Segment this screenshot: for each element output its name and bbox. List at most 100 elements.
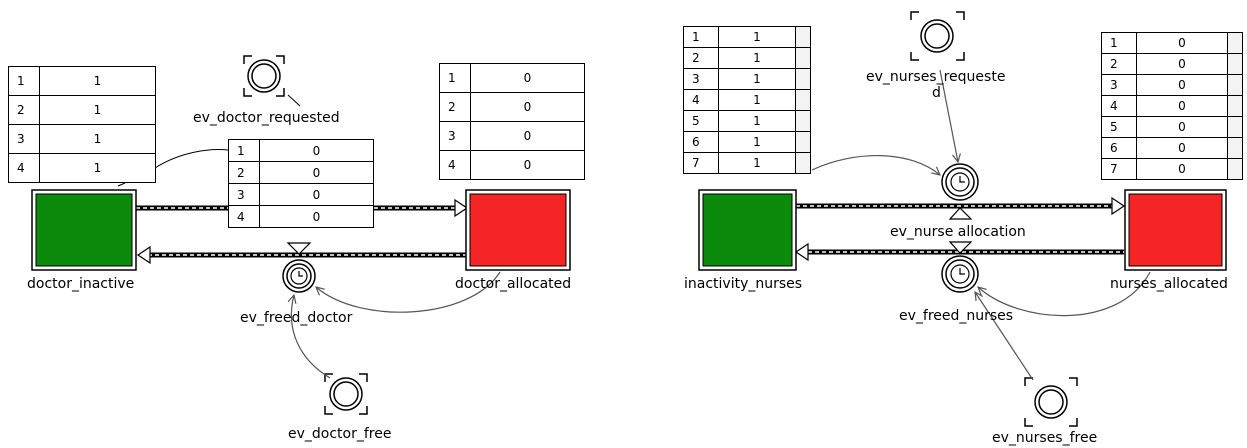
place-label-nurses-allocated: nurses_allocated xyxy=(1110,276,1228,292)
event-port xyxy=(948,207,973,220)
token-count: 0 xyxy=(470,92,585,122)
scrollbar[interactable] xyxy=(1227,32,1243,54)
row-index: 3 xyxy=(683,68,719,90)
token-count: 1 xyxy=(718,152,796,174)
scrollbar[interactable] xyxy=(795,131,811,153)
scrollbar[interactable] xyxy=(1227,116,1243,138)
row-index: 1 xyxy=(683,26,719,48)
connector-line xyxy=(154,149,229,169)
event-freed-nurses[interactable] xyxy=(941,255,979,293)
row-index: 3 xyxy=(1101,74,1137,96)
row-index: 1 xyxy=(8,66,40,96)
place-label-doctor-allocated: doctor_allocated xyxy=(455,276,572,292)
token-count: 0 xyxy=(259,205,374,228)
token-count: 0 xyxy=(1136,137,1228,159)
scrollbar[interactable] xyxy=(795,152,811,174)
token-count: 1 xyxy=(718,47,796,69)
event-port xyxy=(286,242,312,255)
scrollbar[interactable] xyxy=(1227,95,1243,117)
event-doctor-requested[interactable] xyxy=(243,55,285,97)
place-label-doctor-inactive: doctor_inactive xyxy=(27,276,135,292)
row-index: 2 xyxy=(439,92,471,122)
scrollbar[interactable] xyxy=(1227,53,1243,75)
token-count: 1 xyxy=(39,153,156,183)
row-index: 3 xyxy=(439,121,471,151)
row-index: 1 xyxy=(439,63,471,93)
token-count: 1 xyxy=(718,110,796,132)
event-label-doctor-free: ev_doctor_free xyxy=(288,426,392,442)
token-count: 0 xyxy=(1136,53,1228,75)
row-index: 5 xyxy=(683,110,719,132)
row-index: 4 xyxy=(439,150,471,180)
event-freed-doctor[interactable] xyxy=(282,259,316,293)
event-label-freed-nurses: ev_freed_nurses xyxy=(899,308,1014,324)
event-nurses-free[interactable] xyxy=(1024,377,1078,427)
row-index: 4 xyxy=(8,153,40,183)
scrollbar[interactable] xyxy=(795,68,811,90)
event-label-nurses-requested-2: d xyxy=(932,85,941,101)
arc-allocated-to-freed xyxy=(978,271,1151,317)
event-label-doctor-requested: ev_doctor_requested xyxy=(193,110,340,126)
token-count: 1 xyxy=(39,124,156,154)
token-count: 0 xyxy=(259,139,374,162)
token-count: 0 xyxy=(259,183,374,206)
event-label-freed-doctor: ev_freed_doctor xyxy=(240,310,353,326)
scrollbar[interactable] xyxy=(1227,74,1243,96)
token-count: 1 xyxy=(718,89,796,111)
event-label-nurses-requested-1: ev_nurses_requeste xyxy=(866,69,1006,85)
event-doctor-free[interactable] xyxy=(324,373,368,415)
row-index: 2 xyxy=(1101,53,1137,75)
event-nurses-requested[interactable] xyxy=(910,11,965,61)
scrollbar[interactable] xyxy=(795,26,811,48)
row-index: 2 xyxy=(683,47,719,69)
arc-free-to-freed xyxy=(975,292,1034,381)
row-index: 4 xyxy=(228,205,260,228)
token-count: 0 xyxy=(1136,158,1228,180)
scrollbar[interactable] xyxy=(795,89,811,111)
row-index: 4 xyxy=(683,89,719,111)
token-count: 1 xyxy=(718,68,796,90)
event-label-nurse-allocation: ev_nurse allocation xyxy=(890,224,1026,240)
row-index: 3 xyxy=(8,124,40,154)
scrollbar[interactable] xyxy=(1227,158,1243,180)
row-index: 7 xyxy=(683,152,719,174)
arc-requested-to-allocation xyxy=(939,69,958,162)
scrollbar[interactable] xyxy=(795,110,811,132)
scrollbar[interactable] xyxy=(1227,137,1243,159)
row-index: 2 xyxy=(228,161,260,184)
token-count: 1 xyxy=(39,95,156,125)
row-index: 6 xyxy=(683,131,719,153)
token-count: 1 xyxy=(39,66,156,96)
row-index: 7 xyxy=(1101,158,1137,180)
arc-head xyxy=(454,198,469,218)
token-count: 0 xyxy=(1136,116,1228,138)
place-label-inactivity-nurses: inactivity_nurses xyxy=(684,276,803,292)
row-index: 5 xyxy=(1101,116,1137,138)
scrollbar[interactable] xyxy=(795,47,811,69)
row-index: 2 xyxy=(8,95,40,125)
token-count: 1 xyxy=(718,131,796,153)
left-net xyxy=(31,55,571,415)
arc-allocated-to-freed xyxy=(316,271,501,313)
event-nurse-allocation[interactable] xyxy=(941,163,979,201)
token-count: 1 xyxy=(718,26,796,48)
token-count: 0 xyxy=(1136,74,1228,96)
